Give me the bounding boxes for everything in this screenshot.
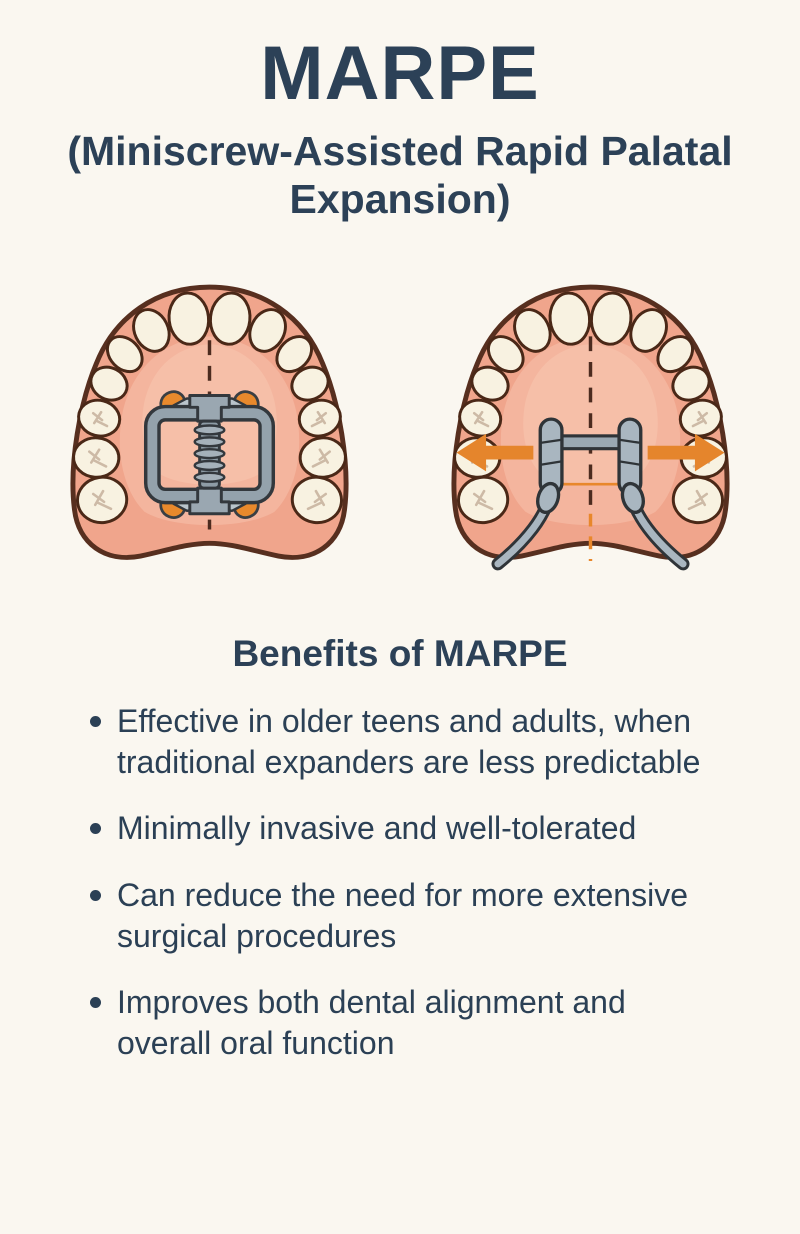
page-title: MARPE bbox=[260, 31, 540, 116]
expander-appliance bbox=[491, 417, 690, 571]
marpe-appliance bbox=[143, 390, 276, 520]
palate-expansion-illustration bbox=[423, 275, 758, 571]
benefit-item: Effective in older teens and adults, whe… bbox=[83, 701, 717, 784]
page-subtitle: (Miniscrew-Assisted Rapid Palatal Expans… bbox=[67, 127, 733, 222]
benefits-list: Effective in older teens and adults, whe… bbox=[83, 701, 717, 1065]
benefit-item: Minimally invasive and well-tolerated bbox=[83, 808, 717, 849]
marpe-infographic: MARPE (Miniscrew-Assisted Rapid Palatal … bbox=[0, 31, 800, 1234]
right-expansion-arrow bbox=[647, 434, 725, 472]
benefits-heading: Benefits of MARPE bbox=[232, 633, 568, 675]
palate-with-marpe-appliance-illustration bbox=[42, 275, 377, 581]
illustrations-row bbox=[0, 275, 800, 581]
benefit-item: Improves both dental alignment and overa… bbox=[83, 982, 717, 1065]
benefit-item: Can reduce the need for more extensive s… bbox=[83, 875, 717, 958]
expansion-arrows bbox=[456, 434, 725, 472]
left-expansion-arrow bbox=[456, 434, 534, 472]
